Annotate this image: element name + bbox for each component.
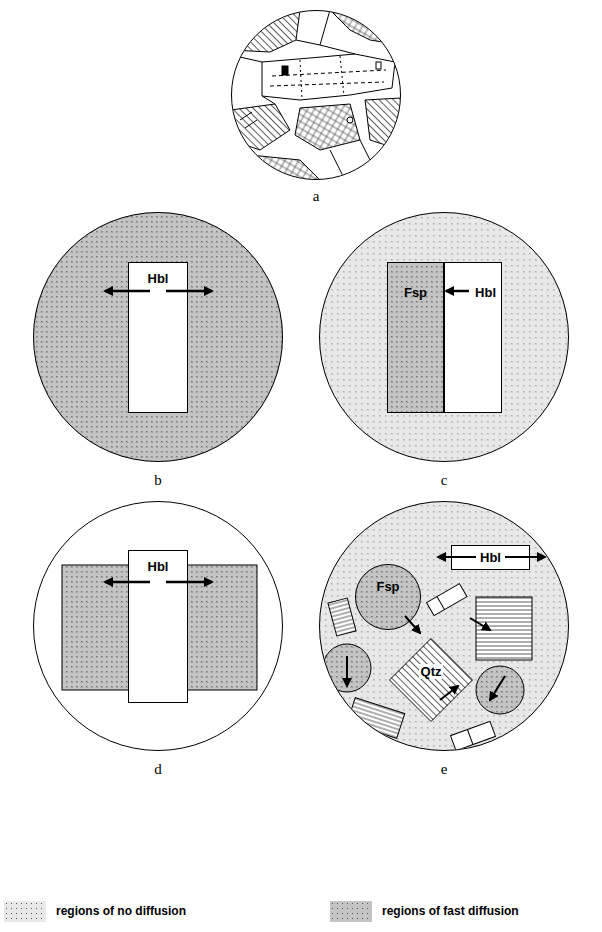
legend-swatch xyxy=(330,901,372,922)
mineral-box: Hbl xyxy=(451,545,530,570)
diffusion-arrow xyxy=(347,557,545,700)
model-circle: bHbl xyxy=(33,212,283,462)
panel-letter: a xyxy=(313,189,320,204)
diamond-outline xyxy=(389,638,473,722)
diffusion-arrow xyxy=(105,290,212,293)
thin-section-sketch xyxy=(231,10,401,180)
panel-letter: e xyxy=(441,762,448,777)
mineral-label: Qtz xyxy=(419,664,444,679)
mineral-box: Hbl xyxy=(128,550,188,703)
mineral-label: Hbl xyxy=(475,285,496,300)
diffusion-arrow xyxy=(105,581,212,584)
model-circle: eHblFspQtz xyxy=(319,501,569,751)
legend-text: regions of no diffusion xyxy=(56,904,186,918)
mineral-label: Hbl xyxy=(148,559,169,574)
mineral-grain: Fsp xyxy=(355,564,421,630)
mineral-label: Hbl xyxy=(148,271,169,286)
model-circle: dHbl xyxy=(33,501,283,751)
mineral-label: Fsp xyxy=(404,285,427,300)
mineral-diamond: Qtz xyxy=(389,638,473,722)
mineral-label: Fsp xyxy=(376,579,399,594)
model-circle: cFspHbl xyxy=(319,212,569,462)
mineral-label: Hbl xyxy=(480,550,501,565)
legend-text: regions of fast diffusion xyxy=(382,904,519,918)
mineral-box: Fsp xyxy=(387,262,444,413)
legend-swatch xyxy=(4,901,46,922)
section-circle: a xyxy=(231,10,401,180)
diffusion-arrow xyxy=(446,290,469,293)
mineral-box: Hbl xyxy=(444,262,502,413)
mineral-box: Hbl xyxy=(128,262,188,413)
panel-letter: d xyxy=(154,762,162,777)
grain-mosaic xyxy=(323,545,532,751)
panel-letter: c xyxy=(441,473,448,488)
panel-letter: b xyxy=(154,473,162,488)
